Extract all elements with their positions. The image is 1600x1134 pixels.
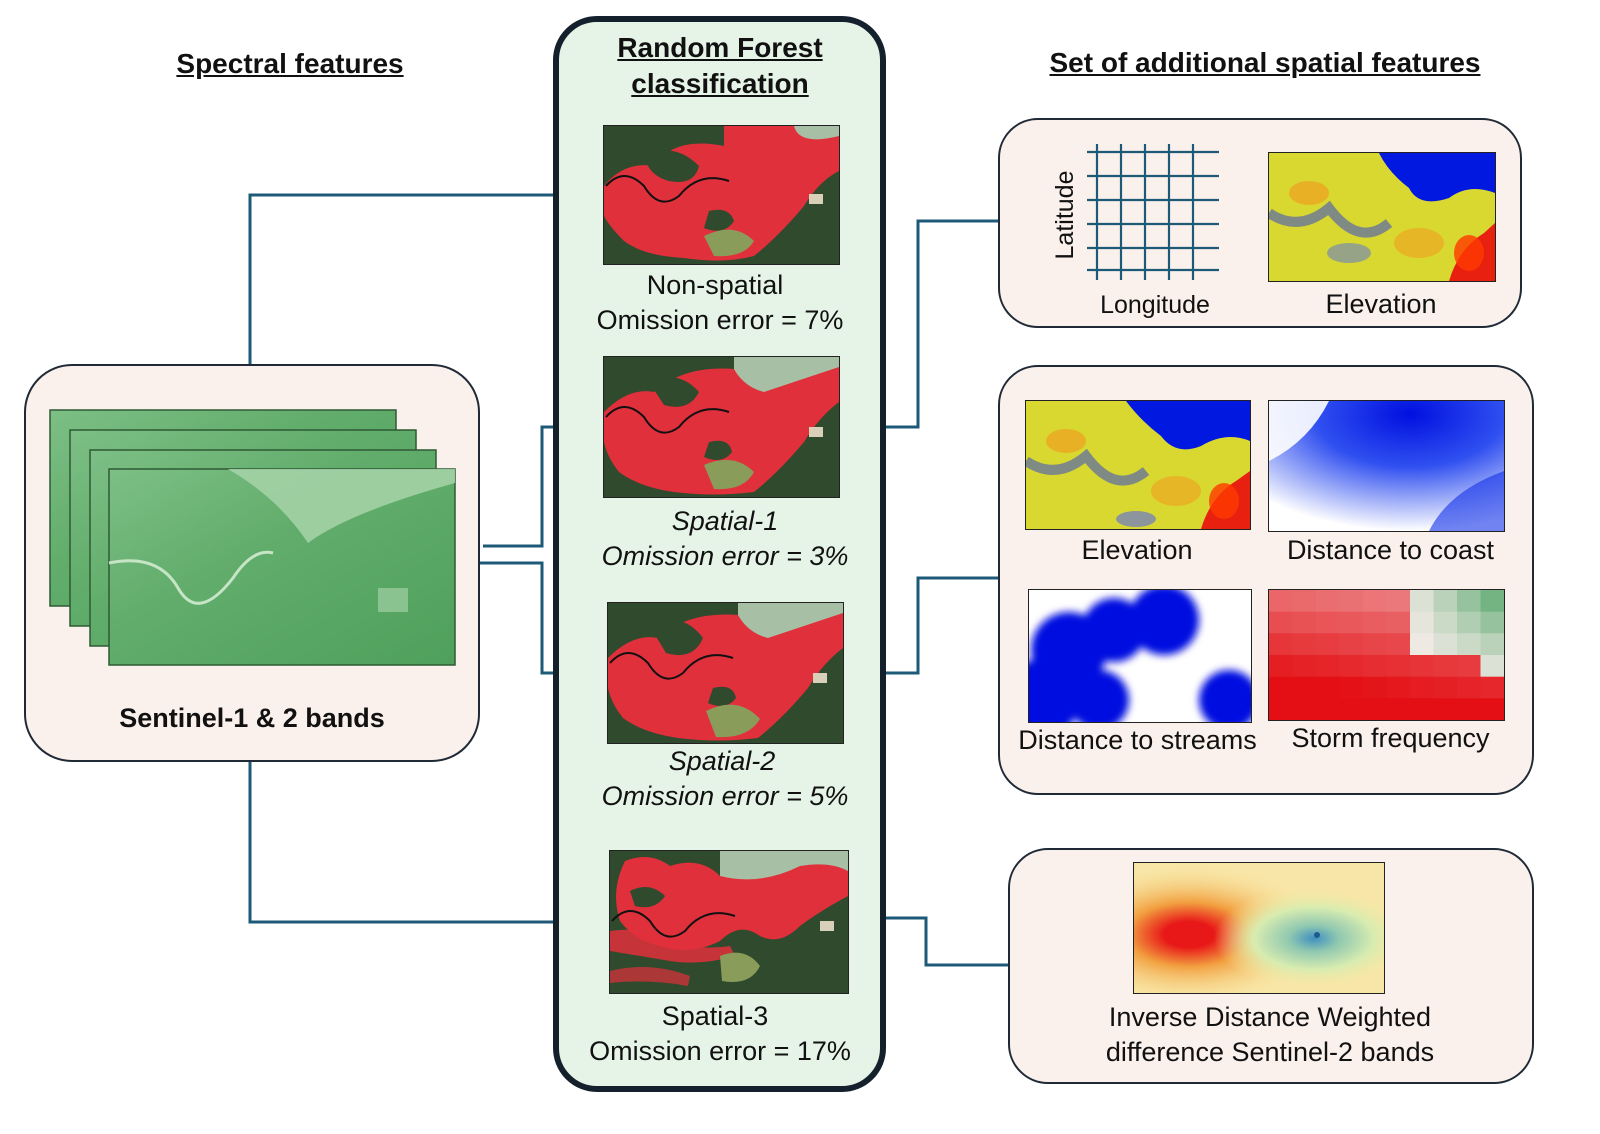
storm-cell <box>1386 590 1411 613</box>
storm-cell <box>1316 633 1340 656</box>
storm-cell <box>1433 698 1458 720</box>
distance-to-coast-label: Distance to coast <box>1286 535 1495 565</box>
storm-cell <box>1363 676 1387 699</box>
storm-cell <box>1269 611 1293 634</box>
storm-cell <box>1339 590 1364 613</box>
storm-cell <box>1457 590 1481 613</box>
sentinel-band-stack <box>49 409 456 666</box>
storm-cell <box>1433 590 1458 613</box>
arrow-input-to-spatial3 <box>248 760 610 934</box>
result-nonspatial-name: Non-spatial <box>646 270 784 300</box>
storm-cell <box>1410 611 1434 634</box>
result-spatial1-name: Spatial-1 <box>671 506 779 536</box>
distance-to-coast-map <box>1268 400 1505 532</box>
storm-cell <box>1433 633 1458 656</box>
storm-cell <box>1410 655 1434 678</box>
storm-cell <box>1457 655 1481 678</box>
storm-cell <box>1339 611 1364 634</box>
map-nonspatial <box>603 125 840 265</box>
map-spatial2 <box>607 602 844 744</box>
storm-cell <box>1480 633 1504 656</box>
storm-cell <box>1316 698 1340 720</box>
storm-cell <box>1457 676 1481 699</box>
storm-cell <box>1386 633 1411 656</box>
storm-cell <box>1410 633 1434 656</box>
result-spatial2-name: Spatial-2 <box>668 746 776 776</box>
additional-features-heading: Set of additional spatial features <box>1049 47 1481 78</box>
storm-cell <box>1457 698 1481 720</box>
distance-to-streams-map <box>1028 589 1252 723</box>
storm-cell <box>1363 633 1387 656</box>
storm-cell <box>1292 676 1317 699</box>
storm-cell <box>1386 655 1411 678</box>
random-forest-heading: Random Forest classification <box>617 32 823 99</box>
elevation-label-2: Elevation <box>1081 535 1193 565</box>
storm-cell <box>1480 590 1504 613</box>
storm-cell <box>1316 590 1340 613</box>
storm-cell <box>1292 698 1317 720</box>
storm-cell <box>1410 590 1434 613</box>
storm-cell <box>1386 698 1411 720</box>
longitude-label: Longitude <box>1100 291 1210 319</box>
storm-cell <box>1269 698 1293 720</box>
storm-cell <box>1363 655 1387 678</box>
storm-frequency-map <box>1268 589 1505 721</box>
arrow-input-to-nonspatial <box>248 183 606 364</box>
storm-cell <box>1316 655 1340 678</box>
storm-cell <box>1410 698 1434 720</box>
storm-cell <box>1316 676 1340 699</box>
map-spatial1 <box>603 356 840 498</box>
storm-cell <box>1292 655 1317 678</box>
storm-cell <box>1363 590 1387 613</box>
result-spatial3-error: Omission error = 17% <box>589 1036 851 1066</box>
result-spatial3-name: Spatial-3 <box>661 1001 769 1031</box>
storm-cell <box>1480 676 1504 699</box>
storm-cell <box>1339 698 1364 720</box>
storm-cell <box>1339 655 1364 678</box>
storm-cell <box>1433 655 1458 678</box>
idw-map <box>1133 862 1385 994</box>
storm-cell <box>1457 633 1481 656</box>
storm-cell <box>1292 590 1317 613</box>
input-bands-label: Sentinel-1 & 2 bands <box>119 703 385 733</box>
storm-cell <box>1292 611 1317 634</box>
storm-cell <box>1480 655 1504 678</box>
storm-cell <box>1339 676 1364 699</box>
storm-cell <box>1269 590 1293 613</box>
storm-cell <box>1433 611 1458 634</box>
storm-cell <box>1316 611 1340 634</box>
lat-lon-grid-icon <box>1087 144 1219 280</box>
map-spatial3 <box>609 850 849 994</box>
storm-cell <box>1433 676 1458 699</box>
storm-cell <box>1269 676 1293 699</box>
result-spatial1-error: Omission error = 3% <box>601 541 849 571</box>
storm-cell <box>1292 633 1317 656</box>
latitude-label: Latitude <box>1051 170 1079 260</box>
elevation-label-1: Elevation <box>1325 289 1437 319</box>
result-nonspatial-error: Omission error = 7% <box>596 305 844 335</box>
elevation-map-1 <box>1268 152 1496 282</box>
storm-cell <box>1363 698 1387 720</box>
storm-cell <box>1269 655 1293 678</box>
storm-cell <box>1339 633 1364 656</box>
elevation-map-2 <box>1025 400 1251 530</box>
storm-cell <box>1410 676 1434 699</box>
idw-label: Inverse Distance Weighted difference Sen… <box>1105 1002 1435 1067</box>
storm-cell <box>1480 611 1504 634</box>
result-spatial2-error: Omission error = 5% <box>601 781 849 811</box>
storm-cell <box>1457 611 1481 634</box>
arrow-group3-to-spatial3 <box>847 906 1010 967</box>
storm-cell <box>1386 676 1411 699</box>
storm-cell <box>1269 633 1293 656</box>
storm-cell <box>1363 611 1387 634</box>
spectral-features-heading: Spectral features <box>176 48 404 79</box>
storm-frequency-label: Storm frequency <box>1291 723 1490 753</box>
storm-cell <box>1480 698 1504 720</box>
distance-to-streams-label: Distance to streams <box>1018 725 1257 755</box>
storm-cell <box>1386 611 1411 634</box>
